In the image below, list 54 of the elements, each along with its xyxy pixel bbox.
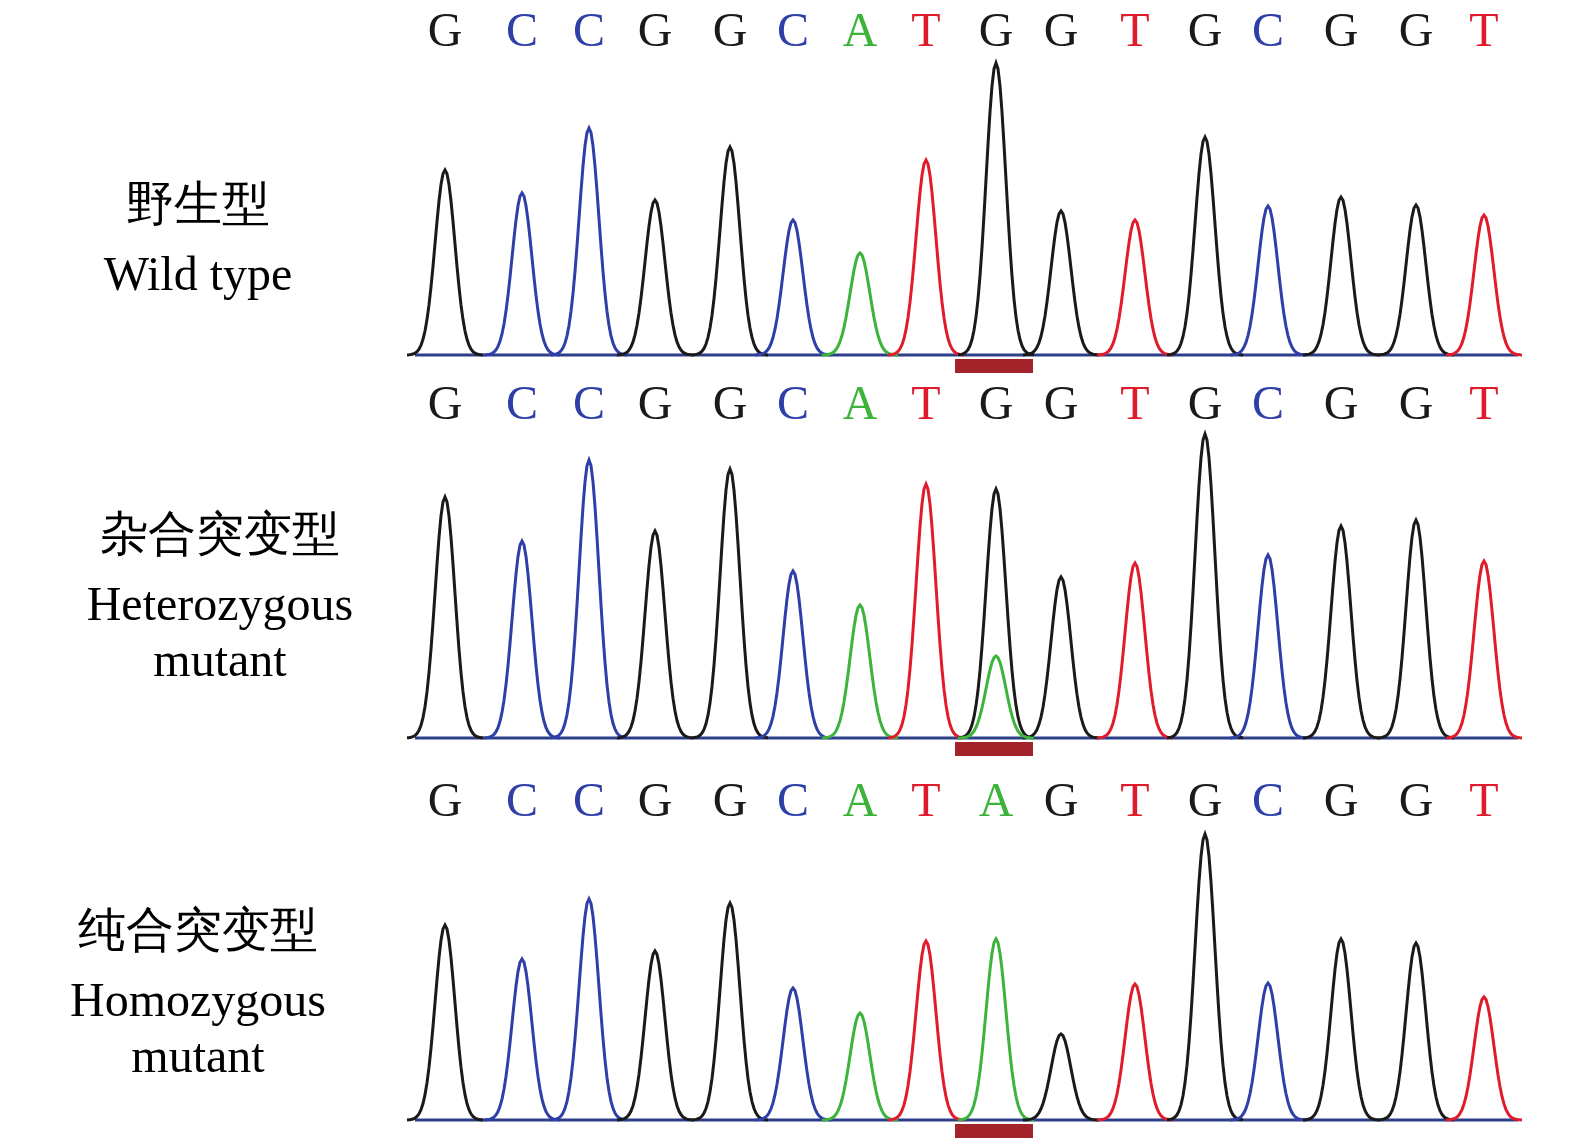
genotype-name: Homozygous mutant	[69, 972, 327, 1084]
base-letter: T	[1120, 774, 1150, 826]
base-letter: A	[978, 774, 1014, 826]
base-letter: T	[911, 774, 941, 826]
base-letter: G	[712, 774, 748, 826]
base-letter: T	[911, 4, 941, 56]
base-letter: G	[1398, 4, 1434, 56]
base-letter: T	[1469, 774, 1499, 826]
base-letter: C	[1252, 4, 1284, 56]
base-letter: T	[911, 377, 941, 429]
base-letter: G	[1043, 377, 1079, 429]
base-letter: G	[1187, 774, 1223, 826]
base-letter: A	[842, 4, 878, 56]
base-letter: C	[573, 774, 605, 826]
genotype-name: Heterozygous mutant	[85, 576, 355, 688]
base-letter: G	[1398, 774, 1434, 826]
base-letter: C	[573, 4, 605, 56]
base-letter: C	[1252, 774, 1284, 826]
genotype-label: 纯合突变型	[77, 902, 319, 958]
base-letter: C	[506, 4, 538, 56]
base-letter: G	[637, 4, 673, 56]
base-letter: C	[506, 377, 538, 429]
base-letter: C	[573, 377, 605, 429]
base-letter: G	[1187, 377, 1223, 429]
base-letter: G	[1323, 4, 1359, 56]
base-letter: C	[777, 774, 809, 826]
base-letter: G	[1043, 4, 1079, 56]
base-letter: C	[777, 4, 809, 56]
base-letter: G	[712, 377, 748, 429]
base-letter: A	[842, 377, 878, 429]
base-letter: G	[978, 377, 1014, 429]
base-letter: G	[978, 4, 1014, 56]
base-letter: A	[842, 774, 878, 826]
base-letter: C	[506, 774, 538, 826]
base-letter: G	[637, 774, 673, 826]
base-letter: T	[1469, 377, 1499, 429]
base-letter: T	[1469, 4, 1499, 56]
base-letter: C	[777, 377, 809, 429]
base-letter: G	[637, 377, 673, 429]
genotype-label: 野生型	[125, 176, 271, 232]
base-letter: T	[1120, 377, 1150, 429]
base-letter: G	[1323, 774, 1359, 826]
base-letter: T	[1120, 4, 1150, 56]
base-letter: G	[427, 377, 463, 429]
genotype-name: Wild type	[102, 246, 294, 302]
base-letter: G	[1398, 377, 1434, 429]
base-letter: G	[1323, 377, 1359, 429]
base-letter: G	[1187, 4, 1223, 56]
base-letter: C	[1252, 377, 1284, 429]
base-letter: G	[712, 4, 748, 56]
base-letter: G	[427, 4, 463, 56]
base-letter: G	[1043, 774, 1079, 826]
base-letter: G	[427, 774, 463, 826]
genotype-label: 杂合突变型	[99, 506, 341, 562]
